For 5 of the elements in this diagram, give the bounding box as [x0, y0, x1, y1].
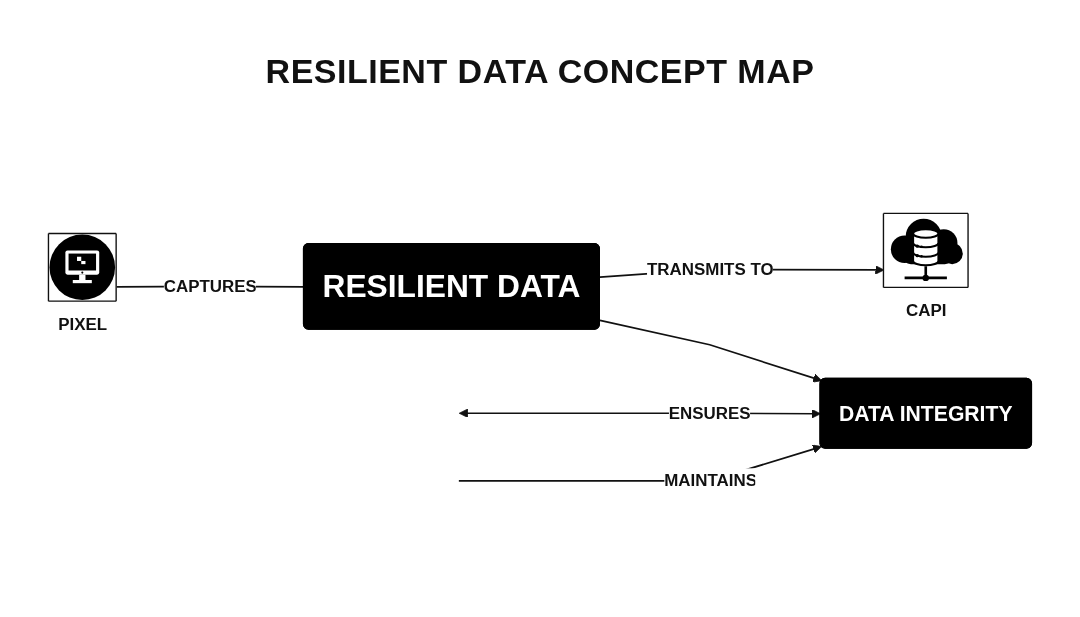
edge-label: CAPTURES: [163, 276, 257, 295]
edge-label: ENSURES: [668, 403, 751, 422]
edge-label: TRANSMITS TO: [647, 259, 774, 278]
arrow: [599, 319, 823, 383]
diagram-title: RESILIENT DATA CONCEPT MAP: [264, 52, 816, 91]
